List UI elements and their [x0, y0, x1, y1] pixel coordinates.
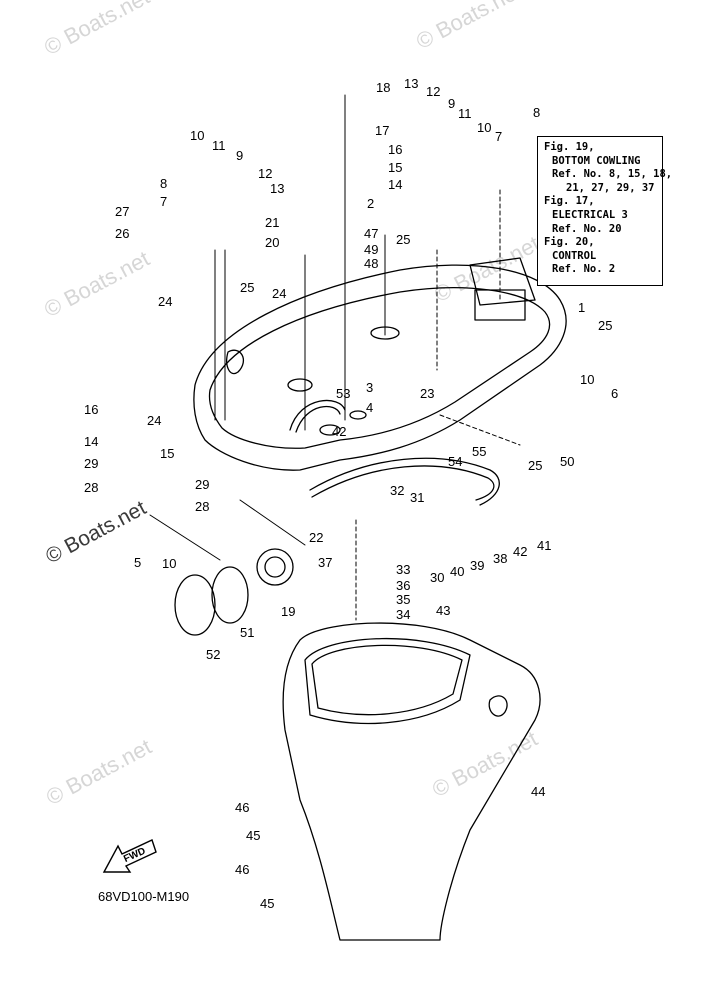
- callout-44: 44: [531, 784, 545, 799]
- callout-34: 34: [396, 607, 410, 622]
- callout-27: 27: [115, 204, 129, 219]
- callout-53: 53: [336, 386, 350, 401]
- note-line: Ref. No. 8, 15, 18,: [552, 168, 673, 181]
- callout-29: 29: [84, 456, 98, 471]
- callout-14: 14: [388, 177, 402, 192]
- callout-43: 43: [436, 603, 450, 618]
- callout-2: 2: [367, 196, 374, 211]
- callout-11: 11: [212, 138, 226, 153]
- callout-41: 41: [537, 538, 551, 553]
- note-line: BOTTOM COWLING: [552, 154, 641, 167]
- callout-16: 16: [84, 402, 98, 417]
- callout-38: 38: [493, 551, 507, 566]
- callout-10: 10: [190, 128, 204, 143]
- note-line: CONTROL: [552, 249, 597, 262]
- callout-25: 25: [240, 280, 254, 295]
- callout-1: 1: [578, 300, 585, 315]
- callout-48: 48: [364, 256, 378, 271]
- note-line: Fig. 19,: [544, 141, 595, 153]
- callout-54: 54: [448, 454, 462, 469]
- clamp: [174, 574, 216, 636]
- band: [211, 566, 249, 624]
- callout-8: 8: [533, 105, 540, 120]
- callout-12: 12: [258, 166, 272, 181]
- callout-25: 25: [528, 458, 542, 473]
- callout-7: 7: [160, 194, 167, 209]
- cable-hose: [309, 457, 500, 506]
- callout-15: 15: [160, 446, 174, 461]
- callout-49: 49: [364, 242, 378, 257]
- callout-10: 10: [580, 372, 594, 387]
- callout-45: 45: [260, 896, 274, 911]
- grommet: [256, 548, 294, 586]
- callout-46: 46: [235, 800, 249, 815]
- callout-35: 35: [396, 592, 410, 607]
- callout-3: 3: [366, 380, 373, 395]
- callout-36: 36: [396, 578, 410, 593]
- callout-31: 31: [410, 490, 424, 505]
- note-line: ELECTRICAL 3: [552, 208, 628, 221]
- callout-19: 19: [281, 604, 295, 619]
- callout-16: 16: [388, 142, 402, 157]
- callout-24: 24: [272, 286, 286, 301]
- callout-10: 10: [162, 556, 176, 571]
- callout-13: 13: [270, 181, 284, 196]
- reference-note-box: Fig. 19, BOTTOM COWLING Ref. No. 8, 15, …: [537, 136, 673, 286]
- callout-47: 47: [364, 226, 378, 241]
- callout-17: 17: [375, 123, 389, 138]
- callout-12: 12: [426, 84, 440, 99]
- callout-25: 25: [598, 318, 612, 333]
- callout-15: 15: [388, 160, 402, 175]
- callout-26: 26: [115, 226, 129, 241]
- callout-5: 5: [134, 555, 141, 570]
- seal: [304, 637, 471, 725]
- callout-28: 28: [195, 499, 209, 514]
- note-line: Fig. 17,: [544, 195, 595, 208]
- callout-4: 4: [366, 400, 373, 415]
- callout-13: 13: [404, 76, 418, 91]
- callout-30: 30: [430, 570, 444, 585]
- note-line: Ref. No. 20: [552, 222, 622, 235]
- callout-46: 46: [235, 862, 249, 877]
- callout-8: 8: [160, 176, 167, 191]
- callout-24: 24: [147, 413, 161, 428]
- callout-14: 14: [84, 434, 98, 449]
- callout-55: 55: [472, 444, 486, 459]
- callout-42: 42: [513, 544, 527, 559]
- callout-50: 50: [560, 454, 574, 469]
- note-line: 21, 27, 29, 37: [566, 181, 655, 194]
- callout-52: 52: [206, 647, 220, 662]
- callout-20: 20: [265, 235, 279, 250]
- callout-32: 32: [390, 483, 404, 498]
- lower-cowling: [282, 622, 541, 941]
- callout-28: 28: [84, 480, 98, 495]
- hose: [289, 399, 346, 431]
- callout-29: 29: [195, 477, 209, 492]
- diagram-code: 68VD100-M190: [98, 889, 190, 904]
- callout-25: 25: [396, 232, 410, 247]
- fwd-arrow-icon: FWD: [102, 839, 157, 873]
- callout-21: 21: [265, 215, 279, 230]
- callout-18: 18: [376, 80, 390, 95]
- callout-39: 39: [470, 558, 484, 573]
- callout-22: 22: [309, 530, 323, 545]
- callout-42: 42: [332, 424, 346, 439]
- callout-10: 10: [477, 120, 491, 135]
- callout-24: 24: [158, 294, 172, 309]
- callout-11: 11: [458, 106, 472, 121]
- callout-40: 40: [450, 564, 464, 579]
- callout-33: 33: [396, 562, 410, 577]
- callout-9: 9: [236, 148, 243, 163]
- callout-9: 9: [448, 96, 455, 111]
- note-line: Ref. No. 2: [552, 263, 616, 276]
- bottom-cowling-tray: [193, 264, 567, 471]
- callout-6: 6: [611, 386, 618, 401]
- callout-7: 7: [495, 129, 502, 144]
- callout-37: 37: [318, 555, 332, 570]
- callout-45: 45: [246, 828, 260, 843]
- callout-51: 51: [240, 625, 254, 640]
- note-line: Fig. 20,: [544, 236, 595, 249]
- callout-23: 23: [420, 386, 434, 401]
